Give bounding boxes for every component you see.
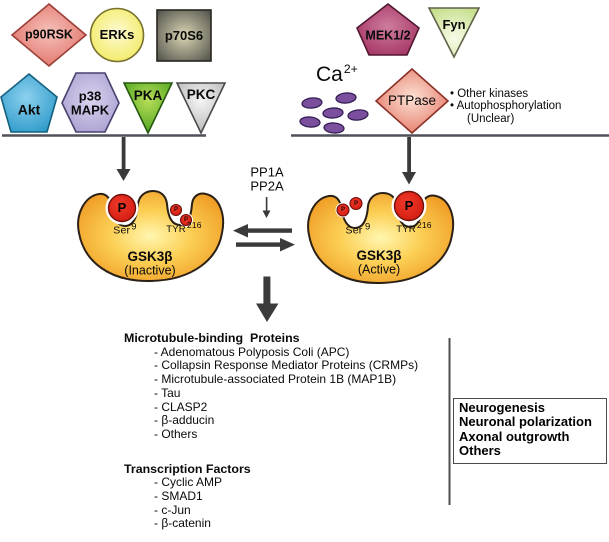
pka-label: PKA: [133, 87, 163, 103]
target-item: - Collapsin Response Mediator Proteins (…: [154, 358, 419, 373]
calcium-ion: [335, 92, 357, 104]
target-item: - Tau: [154, 385, 181, 400]
calcium-charge: 2+: [343, 62, 358, 77]
erks-shape: [89, 7, 145, 63]
outcomes-box: Neurogenesis Neuronal polarization Axona…: [453, 398, 607, 464]
tyr216-label-inactive: TYR216: [166, 221, 201, 236]
pp2a-label: PP2A: [250, 178, 284, 193]
ser-text: Ser: [345, 223, 363, 236]
calcium-ion: [347, 109, 369, 121]
gsk3b-active-shape: [307, 188, 455, 285]
p90rsk-shape: [10, 2, 88, 68]
outcome-item: Neurogenesis: [459, 400, 545, 415]
target-item: - β-catenin: [154, 516, 211, 531]
calcium-ion: [299, 116, 321, 128]
targets-list: Microtubule-binding Proteins - Adenomato…: [124, 331, 419, 531]
akt-shape: [0, 72, 58, 133]
phospho-p-small: P: [183, 216, 189, 223]
ser-sup: 9: [131, 221, 137, 233]
p38-line1: p38: [78, 88, 102, 104]
mek-shape: [356, 2, 420, 56]
p70s6-label: p70S6: [164, 28, 204, 44]
target-item: - Cyclic AMP: [154, 475, 223, 490]
phospho-p-small: P: [353, 200, 359, 207]
pka-shape: [122, 82, 174, 135]
ser-sup: 9: [365, 221, 371, 233]
akt-label: Akt: [17, 101, 41, 118]
phospho-p-small: P: [340, 206, 346, 213]
note-unclear: (Unclear): [467, 112, 515, 125]
outcome-item: Axonal outgrowth: [459, 428, 570, 444]
phospho-large-tyr216: [393, 190, 425, 222]
target-item: - c-Jun: [154, 502, 191, 517]
tyr-text: TYR: [396, 224, 416, 236]
p38-line2: MAPK: [70, 102, 110, 117]
heading-microtubule: Microtubule-binding Proteins: [124, 331, 300, 345]
phospho-small: [336, 203, 350, 217]
calcium-ion: [322, 107, 344, 119]
fyn-shape: [427, 7, 481, 59]
target-item: - Adenomatous Polyposis Coli (APC): [154, 344, 350, 359]
outcome-item: Others: [459, 442, 501, 458]
calcium-ion: [323, 122, 345, 134]
pp1a-label: PP1A: [250, 164, 284, 180]
tyr-text: TYR: [166, 224, 186, 236]
mek-label: MEK1/2: [365, 28, 411, 43]
tyr216-label-active: TYR216: [396, 221, 431, 236]
target-item: - Others: [154, 426, 198, 441]
arrow-gsk-to-targets: [256, 276, 279, 322]
phosphatase-label: PP1A PP2A: [250, 164, 284, 193]
heading-transcription: Transcription Factors: [124, 461, 251, 476]
calcium-label: Ca2+: [316, 62, 358, 87]
note-other-kinases: • Other kinases: [450, 88, 529, 100]
phospho-p-small: P: [173, 206, 179, 213]
pkc-shape: [175, 82, 227, 135]
target-item: - SMAD1: [154, 489, 203, 504]
ser9-label-inactive: Ser9: [113, 222, 136, 236]
target-item: - Microtubule-associated Protein 1B (MAP…: [154, 372, 397, 387]
ptpase-label: PTPase: [387, 92, 437, 108]
tyr-sup: 216: [186, 220, 202, 231]
gsk3b-inactive-shape: [77, 189, 225, 283]
phospho-large-ser9: [107, 193, 137, 223]
calcium-base: Ca: [316, 63, 343, 86]
arrow-right-kinases-to-gsk: [402, 137, 416, 185]
p38-mapk-label: p38 MAPK: [71, 89, 109, 116]
ser-text: Ser: [113, 223, 131, 236]
pkc-label: PKC: [186, 86, 216, 102]
equilibrium-arrows: [233, 224, 295, 252]
note-autophosphorylation: • Autophosphorylation: [450, 100, 562, 113]
calcium-ion: [301, 97, 323, 109]
calcium-ions: [299, 92, 369, 134]
gsk3b-active-state: (Active): [357, 261, 401, 276]
target-item: - β-adducin: [154, 413, 215, 428]
tyr-sup: 216: [416, 220, 432, 231]
gsk3b-inactive-name: GSK3β: [127, 248, 173, 264]
p70s6-shape: [156, 9, 212, 62]
outcome-item: Neuronal polarization: [459, 414, 592, 430]
ptpase-shape: [374, 67, 450, 135]
phospho-small: [179, 213, 193, 227]
arrow-phosphatase: [262, 197, 271, 218]
p38-mapk-shape: [61, 72, 120, 133]
arrow-left-kinases-to-gsk: [116, 137, 131, 181]
fyn-label: Fyn: [442, 17, 466, 33]
phospho-small: [349, 196, 363, 211]
phospho-small: [169, 203, 183, 217]
erks-label: ERKs: [99, 27, 135, 43]
gsk3b-inactive-state: (Inactive): [124, 263, 176, 278]
p90rsk-label: p90RSK: [25, 27, 73, 42]
ptpase-notes: • Other kinases • Autophosphorylation (U…: [450, 88, 561, 125]
phospho-p-active: P: [404, 197, 414, 213]
gsk3b-active-name: GSK3β: [356, 247, 402, 263]
target-item: - CLASP2: [154, 399, 208, 414]
phospho-p-inactive: P: [117, 199, 127, 215]
list-gap: [124, 442, 418, 463]
